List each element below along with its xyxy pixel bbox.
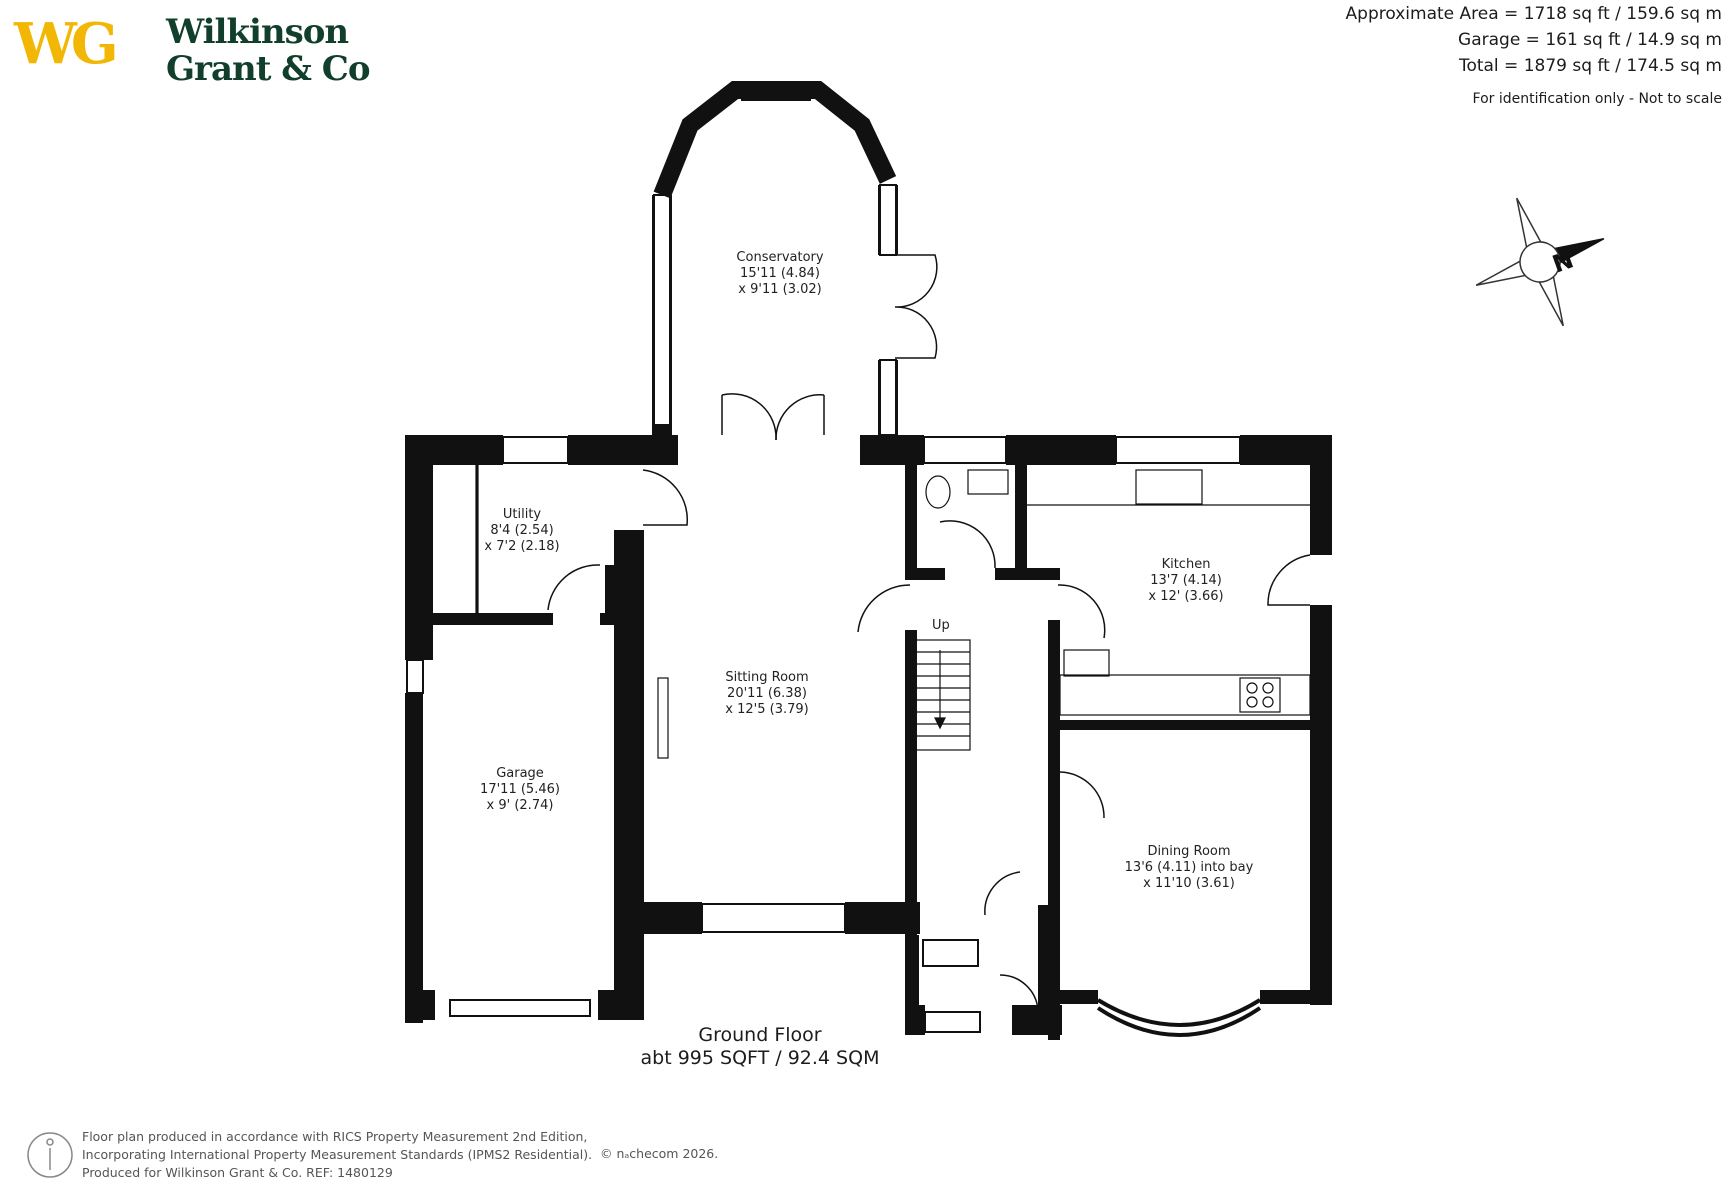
area-note: For identification only - Not to scale [1472, 91, 1722, 107]
stairs-label: Up [932, 618, 950, 633]
stairs [911, 639, 971, 751]
room-dimension: 17'11 (5.46) [480, 782, 560, 797]
windows [406, 81, 1241, 1033]
room-name: Conservatory [736, 250, 824, 265]
room-utility: Utility 8'4 (2.54) x 7'2 (2.18) [484, 507, 559, 555]
room-dimension: x 12'5 (3.79) [725, 702, 809, 717]
room-sitting-room: Sitting Room 20'11 (6.38) x 12'5 (3.79) [725, 670, 808, 718]
logo-line-2: Grant & Co [166, 49, 371, 89]
dining-bay [1096, 998, 1262, 1037]
room-dining-room: Dining Room 13'6 (4.11) into bay x 11'10… [1125, 844, 1254, 892]
room-dimension: x 9' (2.74) [486, 798, 554, 813]
logo-line-1: Wilkinson [166, 12, 349, 52]
logo-name: Wilkinson Grant & Co [166, 12, 371, 89]
room-name: Garage [496, 766, 544, 781]
logo-monogram: WG [14, 11, 119, 77]
floor-caption: Ground Floor abt 995 SQFT / 92.4 SQM [641, 1024, 880, 1070]
room-garage: Garage 17'11 (5.46) x 9' (2.74) [480, 766, 560, 814]
room-dimension: 8'4 (2.54) [490, 523, 554, 538]
compass-icon [1475, 197, 1605, 327]
room-dimension: x 9'11 (3.02) [738, 282, 822, 297]
area-total: Total = 1879 sq ft / 174.5 sq m [1458, 56, 1722, 76]
room-name: Kitchen [1161, 557, 1211, 572]
footer-line-2: Incorporating International Property Mea… [82, 1147, 593, 1162]
room-name: Sitting Room [725, 670, 809, 685]
footer-line-1: Floor plan produced in accordance with R… [82, 1129, 588, 1144]
doors [547, 254, 1311, 1011]
footer-line-3: Produced for Wilkinson Grant & Co. REF: … [82, 1165, 393, 1180]
room-dimension: 20'11 (6.38) [727, 686, 807, 701]
room-conservatory: Conservatory 15'11 (4.84) x 9'11 (3.02) [736, 250, 823, 298]
floor-area: abt 995 SQFT / 92.4 SQM [640, 1047, 880, 1069]
footer-notes: Floor plan produced in accordance with R… [82, 1128, 592, 1182]
fixtures [475, 464, 1311, 759]
conservatory-bay [653, 81, 897, 199]
room-dimension: 13'6 (4.11) into bay [1124, 860, 1254, 875]
room-name: Utility [502, 507, 542, 522]
room-dimension: 15'11 (4.84) [740, 266, 820, 281]
room-name: Dining Room [1147, 844, 1231, 859]
walls [405, 185, 1332, 1040]
area-garage: Garage = 161 sq ft / 14.9 sq m [1458, 30, 1722, 50]
person-icon [27, 1132, 73, 1178]
area-summary: Approximate Area = 1718 sq ft / 159.6 sq… [1346, 1, 1722, 119]
company-logo: WG Wilkinson Grant & Co [14, 12, 374, 92]
room-kitchen: Kitchen 13'7 (4.14) x 12' (3.66) [1148, 557, 1223, 605]
footer-copyright: © nₐchecom 2026. [600, 1146, 719, 1161]
area-approximate: Approximate Area = 1718 sq ft / 159.6 sq… [1345, 4, 1722, 24]
floor-name: Ground Floor [698, 1024, 822, 1046]
room-dimension: x 11'10 (3.61) [1143, 876, 1235, 891]
room-dimension: x 12' (3.66) [1148, 589, 1224, 604]
room-dimension: x 7'2 (2.18) [484, 539, 560, 554]
room-dimension: 13'7 (4.14) [1150, 573, 1222, 588]
